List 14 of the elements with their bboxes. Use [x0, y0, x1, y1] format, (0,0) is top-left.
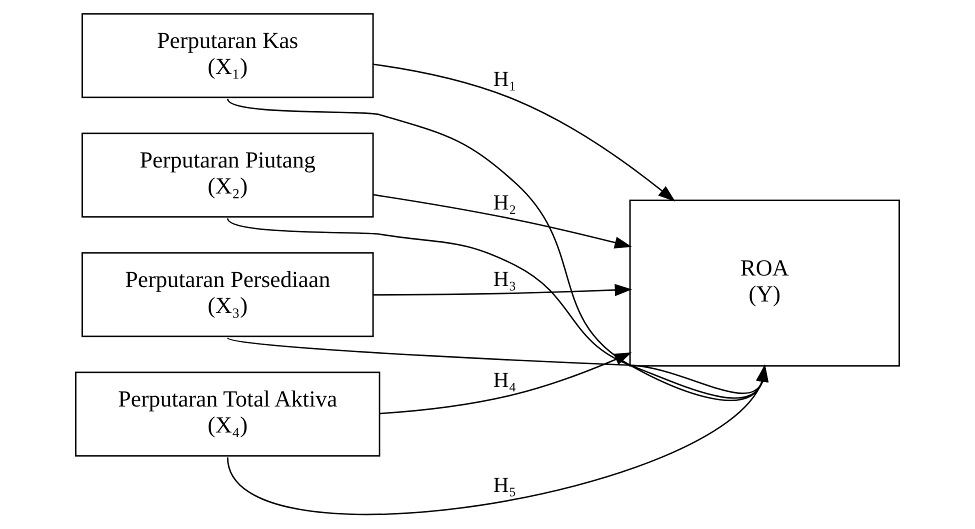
node-box: Perputaran Persediaan (X₃): [82, 252, 374, 338]
arrow: [373, 194, 632, 249]
node-box: Perputaran Piutang (X₂): [82, 132, 374, 218]
node-box: Perputaran Kas (X₁): [82, 13, 374, 98]
edge-label: H₄: [493, 368, 516, 392]
arrow: [373, 64, 676, 202]
arrow: [373, 284, 632, 296]
node-box: ROA (Y): [629, 200, 900, 367]
arrow: [380, 352, 632, 414]
node-box: Perputaran Total Aktiva (X₄): [75, 372, 380, 457]
edge-label: H₃: [493, 266, 516, 291]
edge-label: H₅: [493, 472, 516, 497]
edge-label: H₂: [493, 190, 516, 215]
edge-label: H₁: [493, 66, 516, 91]
